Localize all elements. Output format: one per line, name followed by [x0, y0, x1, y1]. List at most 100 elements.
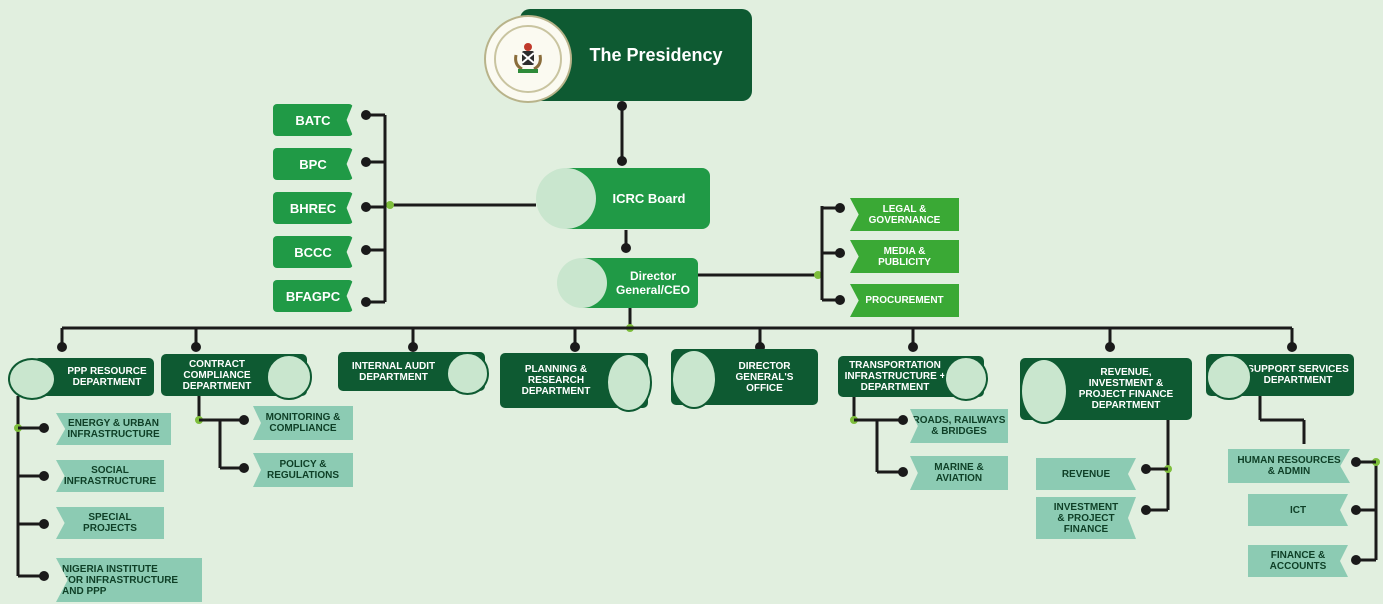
subunit-label: SPECIAL PROJECTS	[83, 512, 137, 534]
dept-support-services-pill	[1206, 354, 1252, 400]
presidency-label: The Presidency	[589, 45, 723, 65]
director-general-label: Director General/CEO	[615, 269, 691, 297]
unit-legal-governance: LEGAL & GOVERNANCE	[850, 198, 959, 231]
subunit-nigeria-institute: NIGERIA INSTITUTE FOR INFRASTRUCTURE AND…	[56, 558, 202, 602]
connector-node	[39, 571, 49, 581]
subunit-label: REVENUE	[1061, 468, 1111, 480]
subunit-energy-urban: ENERGY & URBAN INFRASTRUCTURE	[56, 413, 171, 445]
seal-ring	[494, 25, 562, 93]
connector-node	[1287, 342, 1297, 352]
subunit-human-resources-admin: HUMAN RESOURCES & ADMIN	[1228, 449, 1350, 483]
connector-node	[617, 101, 627, 111]
subunit-monitoring-compliance: MONITORING & COMPLIANCE	[253, 406, 353, 440]
connector-node	[386, 201, 394, 209]
connector-node	[39, 519, 49, 529]
dept-director-generals-office-pill	[671, 349, 717, 409]
director-general-pill	[557, 258, 607, 308]
subunit-roads-railways-bridges: ROADS, RAILWAYS & BRIDGES	[910, 409, 1008, 443]
committee-label: BATC	[295, 112, 331, 128]
unit-label: LEGAL & GOVERNANCE	[868, 203, 941, 226]
coat-of-arms-icon	[514, 43, 542, 73]
unit-media-publicity: MEDIA & PUBLICITY	[850, 240, 959, 273]
connector-node	[898, 415, 908, 425]
subunit-finance-accounts: FINANCE & ACCOUNTS	[1248, 545, 1348, 577]
committee-label: BCCC	[294, 244, 332, 260]
subunit-social-infrastructure: SOCIAL INFRASTRUCTURE	[56, 460, 164, 492]
subunit-investment-project-finance: INVESTMENT & PROJECT FINANCE	[1036, 497, 1136, 539]
committee-label: BFAGPC	[285, 288, 341, 304]
subunit-label: MONITORING & COMPLIANCE	[265, 412, 341, 434]
subunit-label: POLICY & REGULATIONS	[266, 459, 340, 481]
subunit-marine-aviation: MARINE & AVIATION	[910, 456, 1008, 490]
connector-node	[39, 423, 49, 433]
connector-node	[621, 243, 631, 253]
connector-node	[1105, 342, 1115, 352]
subunit-label: MARINE & AVIATION	[934, 462, 984, 484]
committee-bccc: BCCC	[273, 236, 353, 268]
dept-revenue-investment-pill	[1020, 358, 1068, 424]
subunit-ict: ICT	[1248, 494, 1348, 526]
unit-label: PROCUREMENT	[865, 295, 944, 306]
connector-node	[1351, 555, 1361, 565]
connector-node	[814, 271, 822, 279]
dept-label: INTERNAL AUDIT DEPARTMENT	[351, 360, 436, 383]
dept-label: TRANSPORTATION INFRASTRUCTURE + DEPARTME…	[844, 360, 946, 393]
dept-label: REVENUE, INVESTMENT & PROJECT FINANCE DE…	[1078, 367, 1174, 411]
subunit-policy-regulations: POLICY & REGULATIONS	[253, 453, 353, 487]
connector-node	[1141, 505, 1151, 515]
connector-node	[239, 415, 249, 425]
presidential-seal	[484, 15, 572, 103]
unit-label: MEDIA & PUBLICITY	[878, 245, 931, 268]
subunit-revenue: REVENUE	[1036, 458, 1136, 490]
subunit-label: NIGERIA INSTITUTE FOR INFRASTRUCTURE AND…	[62, 563, 179, 597]
subunit-label: SOCIAL INFRASTRUCTURE	[63, 465, 157, 487]
dept-ppp-resource-pill	[8, 358, 56, 400]
subunit-label: ICT	[1289, 504, 1307, 516]
dept-planning-research-pill	[606, 353, 652, 412]
committee-bhrec: BHREC	[273, 192, 353, 224]
connector-node	[835, 248, 845, 258]
connector-node	[408, 342, 418, 352]
connector-node	[361, 245, 371, 255]
connector-node	[908, 342, 918, 352]
dept-contract-compliance-pill	[266, 354, 312, 400]
committee-bpc: BPC	[273, 148, 353, 180]
subunit-label: INVESTMENT & PROJECT FINANCE	[1053, 501, 1119, 535]
dept-label: PLANNING & RESEARCH DEPARTMENT	[521, 364, 591, 397]
connector-node	[898, 467, 908, 477]
connector-node	[835, 203, 845, 213]
connector-node	[1351, 457, 1361, 467]
committee-batc: BATC	[273, 104, 353, 136]
connector-node	[617, 156, 627, 166]
dept-transportation-pill	[944, 356, 988, 401]
connector-node	[361, 297, 371, 307]
connector-node	[39, 471, 49, 481]
connector-node	[361, 202, 371, 212]
dept-label: CONTRACT COMPLIANCE DEPARTMENT	[182, 358, 252, 392]
committee-label: BPC	[299, 156, 327, 172]
icrc-board-pill	[536, 168, 596, 229]
dept-label: PPP RESOURCE DEPARTMENT	[67, 366, 147, 388]
connector-node	[239, 463, 249, 473]
connector-node	[361, 110, 371, 120]
subunit-label: HUMAN RESOURCES & ADMIN	[1237, 455, 1341, 477]
connector-node	[570, 342, 580, 352]
committee-label: BHREC	[289, 200, 337, 216]
subunit-label: FINANCE & ACCOUNTS	[1269, 550, 1327, 572]
subunit-special-projects: SPECIAL PROJECTS	[56, 507, 164, 539]
unit-procurement: PROCUREMENT	[850, 284, 959, 317]
dept-label: SUPPORT SERVICES DEPARTMENT	[1247, 364, 1349, 386]
connector-node	[1141, 464, 1151, 474]
connector-node	[1351, 505, 1361, 515]
connector-node	[361, 157, 371, 167]
subunit-label: ENERGY & URBAN INFRASTRUCTURE	[67, 418, 160, 440]
dept-internal-audit-pill	[446, 352, 489, 395]
subunit-label: ROADS, RAILWAYS & BRIDGES	[912, 415, 1006, 437]
dept-ppp-resource: PPP RESOURCE DEPARTMENT	[34, 358, 154, 396]
dept-label: DIRECTOR GENERAL'S OFFICE	[735, 360, 794, 394]
icrc-board-label: ICRC Board	[612, 191, 686, 206]
connector-node	[835, 295, 845, 305]
committee-bfagpc: BFAGPC	[273, 280, 353, 312]
connector-node	[191, 342, 201, 352]
